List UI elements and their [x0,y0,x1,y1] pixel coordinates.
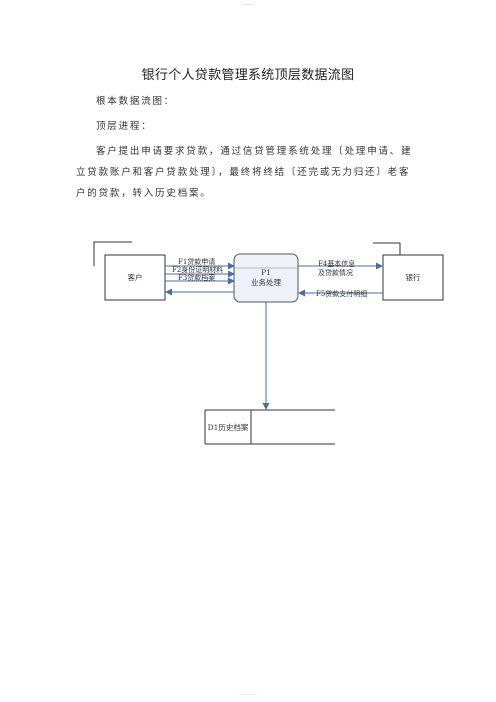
paragraph-top-process: 顶层进程： [96,121,153,132]
page-bottom-mark [239,694,257,695]
flow-f3-label: F3贷款档案 [178,273,215,282]
datastore-label: D1历史档案 [208,422,249,432]
flow-f5: F5贷款支付明细 [298,289,383,298]
flow-f1: F1贷款申请 [165,257,235,270]
flow-f4: F4基本信息 及贷款情况 [298,259,383,277]
flow-f2-label: F2身份证明材料 [172,265,223,274]
flow-f5-label: F5贷款支付明细 [316,289,367,298]
page-top-mark [242,4,254,5]
flow-f3: F3贷款档案 [165,273,235,285]
paragraph-description: 客户提出申请要求贷款，通过信贷管理系统处理〔处理申请、建立贷款账户和客户贷款处理… [76,146,413,199]
entity-customer: 客户 [93,241,166,301]
process-name: 业务处理 [251,277,281,287]
paragraph-basic-dfd: 根本数据流图： [96,96,176,107]
process-p1: P1 业务处理 [233,253,299,303]
flow-f2: F2身份证明材料 [165,265,235,278]
page-title: 银行个人贷款管理系统顶层数据流图 [141,68,355,83]
entity-bank-label: 银行 [406,272,421,282]
flow-f4-label-line1: F4基本信息 [318,259,355,268]
datastore-d1: D1历史档案 [204,409,335,445]
flow-f1-label: F1贷款申请 [178,257,215,266]
process-id: P1 [261,268,271,277]
entity-bank: 银行 [373,242,444,301]
entity-customer-label: 客户 [128,272,143,282]
flow-f4-label-line2: 及贷款情况 [318,268,353,277]
